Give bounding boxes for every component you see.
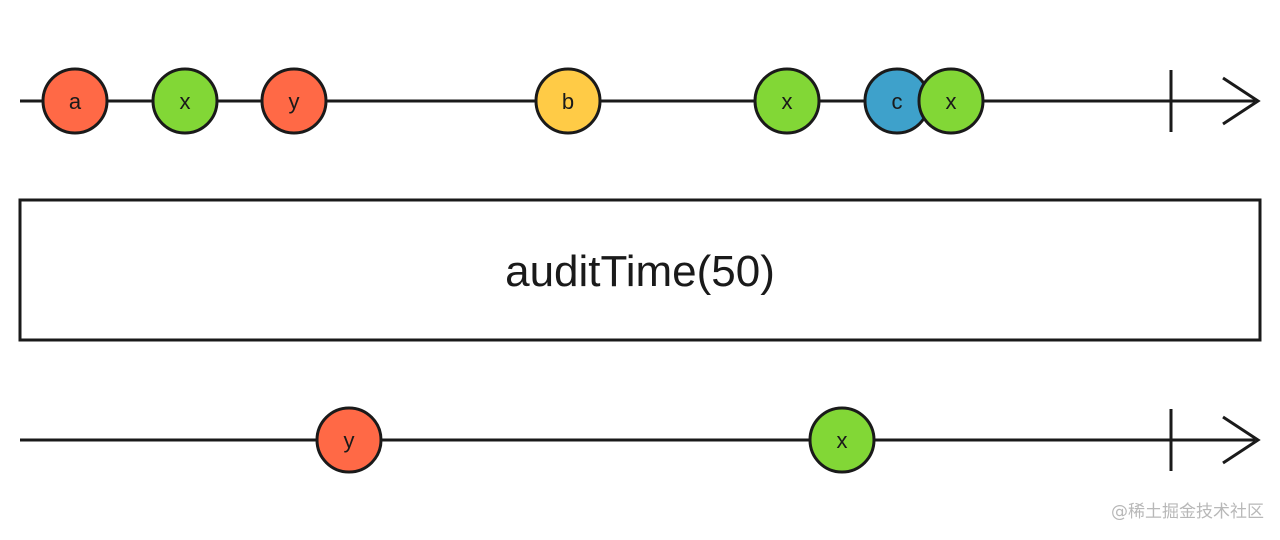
operator-box: auditTime(50) — [18, 198, 1262, 342]
input-marble-label: c — [892, 89, 903, 114]
input-marble-x: x — [753, 67, 821, 135]
input-marble-label: x — [180, 89, 191, 114]
input-marble-a: a — [41, 67, 109, 135]
output-marble-label: x — [837, 428, 848, 453]
input-marble-circle — [260, 67, 328, 135]
input-marble-circle — [151, 67, 219, 135]
input-marble-circle — [534, 67, 602, 135]
input-marble-label: b — [562, 89, 574, 114]
input-marble-circle — [917, 67, 985, 135]
output-marble-label: y — [344, 428, 355, 453]
input-marble-y: y — [260, 67, 328, 135]
input-arrow-head — [1222, 76, 1261, 126]
operator-box-frame — [18, 198, 1262, 342]
input-marble-x: x — [151, 67, 219, 135]
watermark: @稀土掘金技术社区 — [1111, 502, 1264, 522]
input-marble-label: y — [289, 89, 300, 114]
input-marble-label: x — [782, 89, 793, 114]
input-marble-b: b — [534, 67, 602, 135]
output-marble-circle — [315, 406, 383, 474]
input-marble-circle — [41, 67, 109, 135]
input-marble-label: a — [69, 89, 82, 114]
input-marble-label: x — [946, 89, 957, 114]
input-marble-x: x — [917, 67, 985, 135]
output-marble-y: y — [315, 406, 383, 474]
input-marble-circle — [753, 67, 821, 135]
operator-label: auditTime(50) — [505, 247, 775, 296]
output-marble-circle — [808, 406, 876, 474]
output-marble-x: x — [808, 406, 876, 474]
output-arrow-head — [1222, 415, 1261, 465]
